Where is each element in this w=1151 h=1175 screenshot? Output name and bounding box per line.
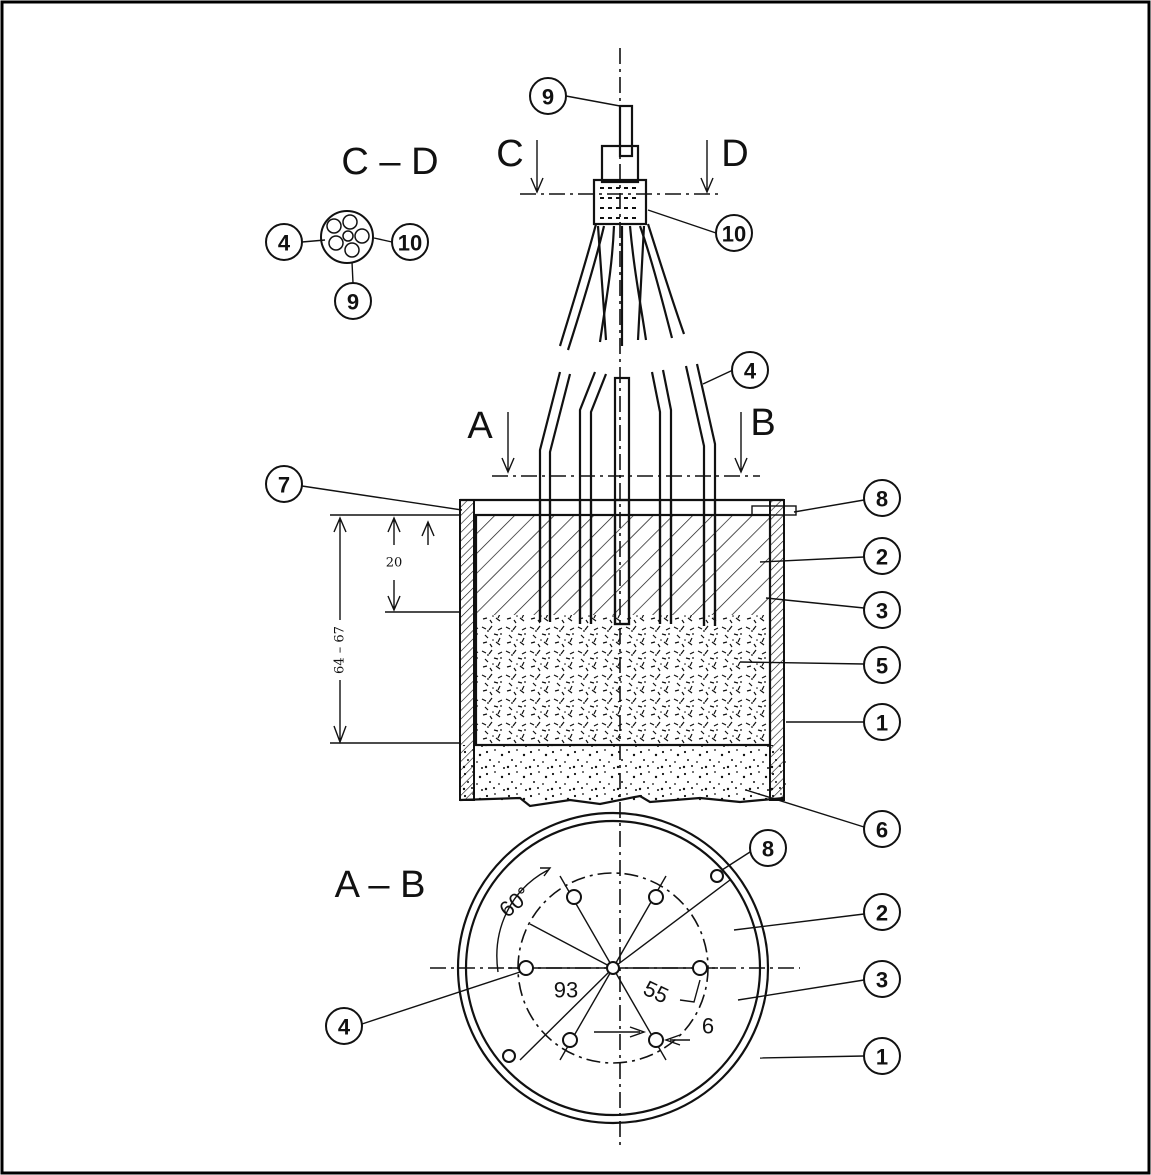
callout-number: 7 [278, 473, 290, 498]
leader-line [733, 913, 865, 931]
leader-line [737, 979, 865, 1001]
callout-circle [325, 1007, 363, 1045]
depth-range-dimension: 64 – 67 [333, 626, 348, 674]
callout-2-plan: 2 [733, 893, 901, 931]
wall-right [769, 499, 785, 801]
callout-number: 9 [347, 290, 359, 315]
leader-line [745, 789, 865, 828]
callout-6: 6 [745, 789, 901, 848]
callout-8-plan: 8 [721, 829, 787, 871]
section-marker-c: C [496, 133, 523, 175]
callout-number: 4 [338, 1015, 351, 1040]
leader-line [721, 851, 751, 871]
callout-number: 3 [876, 968, 888, 993]
callout-circle [391, 223, 429, 261]
angle-dimension: 60° [494, 882, 536, 923]
outer-diameter-dimension: 93 [554, 978, 578, 1003]
plan-view: 60° 93 55 6 [430, 811, 800, 1125]
cd-cross-section [320, 210, 374, 264]
leader-line [361, 971, 521, 1025]
callout-number: 1 [876, 711, 888, 736]
callout-9-cd: 9 [334, 261, 372, 320]
leader-line [765, 597, 865, 609]
callout-5: 5 [739, 646, 901, 684]
tube-bundle [520, 104, 720, 351]
callout-number: 2 [876, 545, 888, 570]
callout-circle [529, 77, 567, 115]
callout-4-cd: 4 [265, 223, 326, 261]
section-marker-a: A [467, 405, 493, 447]
depth-top-dimension: 20 [386, 556, 403, 571]
callout-7: 7 [265, 465, 463, 511]
callout-number: 8 [762, 837, 774, 862]
callout-circle [265, 465, 303, 503]
callout-circle [863, 893, 901, 931]
leader-line [373, 237, 393, 243]
side-dimensions: 64 – 67 20 [330, 514, 460, 744]
callout-10-cd: 10 [373, 223, 429, 261]
callout-number: 10 [398, 231, 422, 256]
base-layer [460, 745, 786, 801]
callout-number: 6 [876, 818, 888, 843]
callout-circle [863, 960, 901, 998]
callout-circle [863, 1037, 901, 1075]
callout-circle [715, 214, 753, 252]
sealant-layer [476, 515, 770, 615]
callout-4-plan: 4 [325, 971, 521, 1045]
callout-3-plan: 3 [737, 960, 901, 1001]
wall-left [459, 499, 475, 801]
callout-number: 9 [542, 85, 554, 110]
callout-circle [863, 537, 901, 575]
callout-number: 4 [744, 359, 757, 384]
callout-number: 2 [876, 901, 888, 926]
callout-circle [863, 479, 901, 517]
callout-9-top: 9 [529, 77, 621, 115]
section-marker-d: D [721, 133, 748, 175]
leader-line [647, 209, 717, 234]
leader-line [351, 261, 354, 284]
callout-1-side: 1 [786, 703, 901, 741]
fill-layer [476, 615, 770, 745]
leader-line [702, 369, 734, 385]
pitch-diameter-dimension: 55 [640, 975, 673, 1008]
callout-circle [334, 282, 372, 320]
vessel-section [459, 498, 797, 808]
callout-number: 4 [278, 231, 291, 256]
callout-8-side: 8 [793, 479, 901, 517]
callout-circle [749, 829, 787, 867]
section-label-ab: A – B [335, 864, 426, 906]
callout-circle [863, 703, 901, 741]
callout-circle [731, 351, 769, 389]
callout-number: 3 [876, 599, 888, 624]
callout-circle [265, 223, 303, 261]
callout-circle [863, 591, 901, 629]
section-label-cd: C – D [341, 141, 438, 183]
binding-sleeve [592, 178, 648, 226]
leader-line [739, 661, 865, 665]
callout-group: 9 10 4 10 9 4 7 8 2 3 5 1 6 8 2 3 4 1 [265, 77, 901, 1075]
callout-2-side: 2 [759, 537, 901, 575]
callout-number: 5 [876, 654, 888, 679]
leader-line [301, 485, 463, 511]
callout-number: 10 [722, 222, 746, 247]
callout-4-tubes: 4 [702, 351, 769, 389]
callout-1-plan: 1 [759, 1037, 901, 1075]
callout-circle [863, 646, 901, 684]
leader-line [565, 95, 621, 107]
hole-dimension: 6 [702, 1014, 714, 1039]
leader-line [759, 556, 865, 563]
callout-number: 1 [876, 1045, 888, 1070]
leader-line [301, 239, 326, 243]
leader-line [759, 1055, 865, 1059]
leader-line [793, 499, 865, 513]
callout-10-top: 10 [647, 209, 753, 252]
callout-circle [863, 810, 901, 848]
callout-3-side: 3 [765, 591, 901, 629]
section-marker-b: B [750, 402, 775, 444]
callout-number: 8 [876, 487, 888, 512]
